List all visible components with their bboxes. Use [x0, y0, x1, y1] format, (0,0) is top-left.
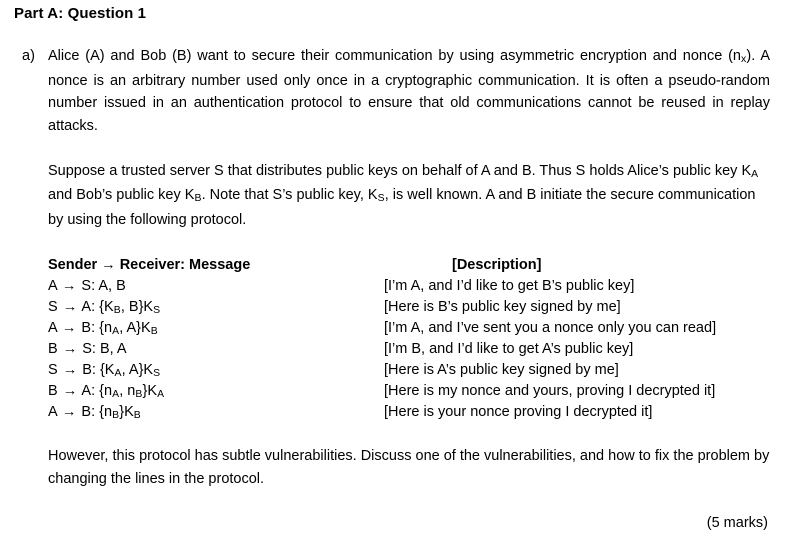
arrow-icon: →: [61, 319, 77, 336]
table-row: A → B: {nB}KB [Here is your nonce provin…: [48, 402, 770, 423]
protocol-table: Sender → Receiver: Message [Description]…: [48, 254, 770, 423]
question-body: Alice (A) and Bob (B) want to secure the…: [48, 45, 770, 535]
protocol-description: [Here is my nonce and yours, proving I d…: [384, 382, 716, 399]
table-row: A → S: A, B [I’m A, and I’d like to get …: [48, 276, 770, 297]
arrow-icon: →: [61, 403, 77, 420]
protocol-description: [I’m A, and I’ve sent you a nonce only y…: [384, 319, 717, 336]
table-row: B → S: B, A [I’m B, and I’d like to get …: [48, 339, 770, 360]
protocol-message: S → B: {KA, A}KS: [48, 361, 161, 379]
protocol-header-description: [Description]: [452, 256, 542, 273]
table-row: B → A: {nA, nB}KA [Here is my nonce and …: [48, 381, 770, 402]
protocol-message: B → S: B, A: [48, 340, 127, 357]
protocol-description: [I’m A, and I’d like to get B’s public k…: [384, 277, 635, 294]
arrow-icon: →: [62, 382, 78, 399]
table-row: A → B: {nA, A}KB [I’m A, and I’ve sent y…: [48, 318, 770, 339]
question-block: a) Alice (A) and Bob (B) want to secure …: [22, 45, 770, 535]
protocol-message: A → S: A, B: [48, 277, 126, 294]
protocol-header-message: Sender → Receiver: Message: [48, 256, 251, 273]
arrow-icon: →: [62, 340, 78, 357]
protocol-header-row: Sender → Receiver: Message [Description]: [48, 254, 770, 276]
protocol-message: A → B: {nB}KB: [48, 403, 141, 421]
page-title: Part A: Question 1: [14, 5, 147, 22]
protocol-message: B → A: {nA, nB}KA: [48, 382, 165, 400]
protocol-description: [Here is B’s public key signed by me]: [384, 298, 621, 315]
paragraph-intro: Alice (A) and Bob (B) want to secure the…: [48, 48, 770, 134]
protocol-message: A → B: {nA, A}KB: [48, 319, 158, 337]
table-row: S → B: {KA, A}KS [Here is A’s public key…: [48, 360, 770, 381]
marks-label: (5 marks): [706, 515, 768, 531]
protocol-description: [Here is A’s public key signed by me]: [384, 361, 619, 378]
table-row: S → A: {KB, B}KS [Here is B’s public key…: [48, 297, 770, 318]
list-marker: a): [22, 48, 35, 64]
protocol-message: S → A: {KB, B}KS: [48, 298, 161, 316]
paragraph-closing: However, this protocol has subtle vulner…: [48, 448, 770, 487]
arrow-icon: →: [62, 361, 78, 378]
arrow-icon: →: [62, 298, 78, 315]
arrow-icon: →: [61, 277, 77, 294]
protocol-description: [I’m B, and I’d like to get A’s public k…: [384, 340, 634, 357]
protocol-description: [Here is your nonce proving I decrypted …: [384, 403, 653, 420]
paragraph-server: Suppose a trusted server S that distribu…: [48, 162, 759, 228]
question-row: a) Alice (A) and Bob (B) want to secure …: [22, 45, 770, 535]
